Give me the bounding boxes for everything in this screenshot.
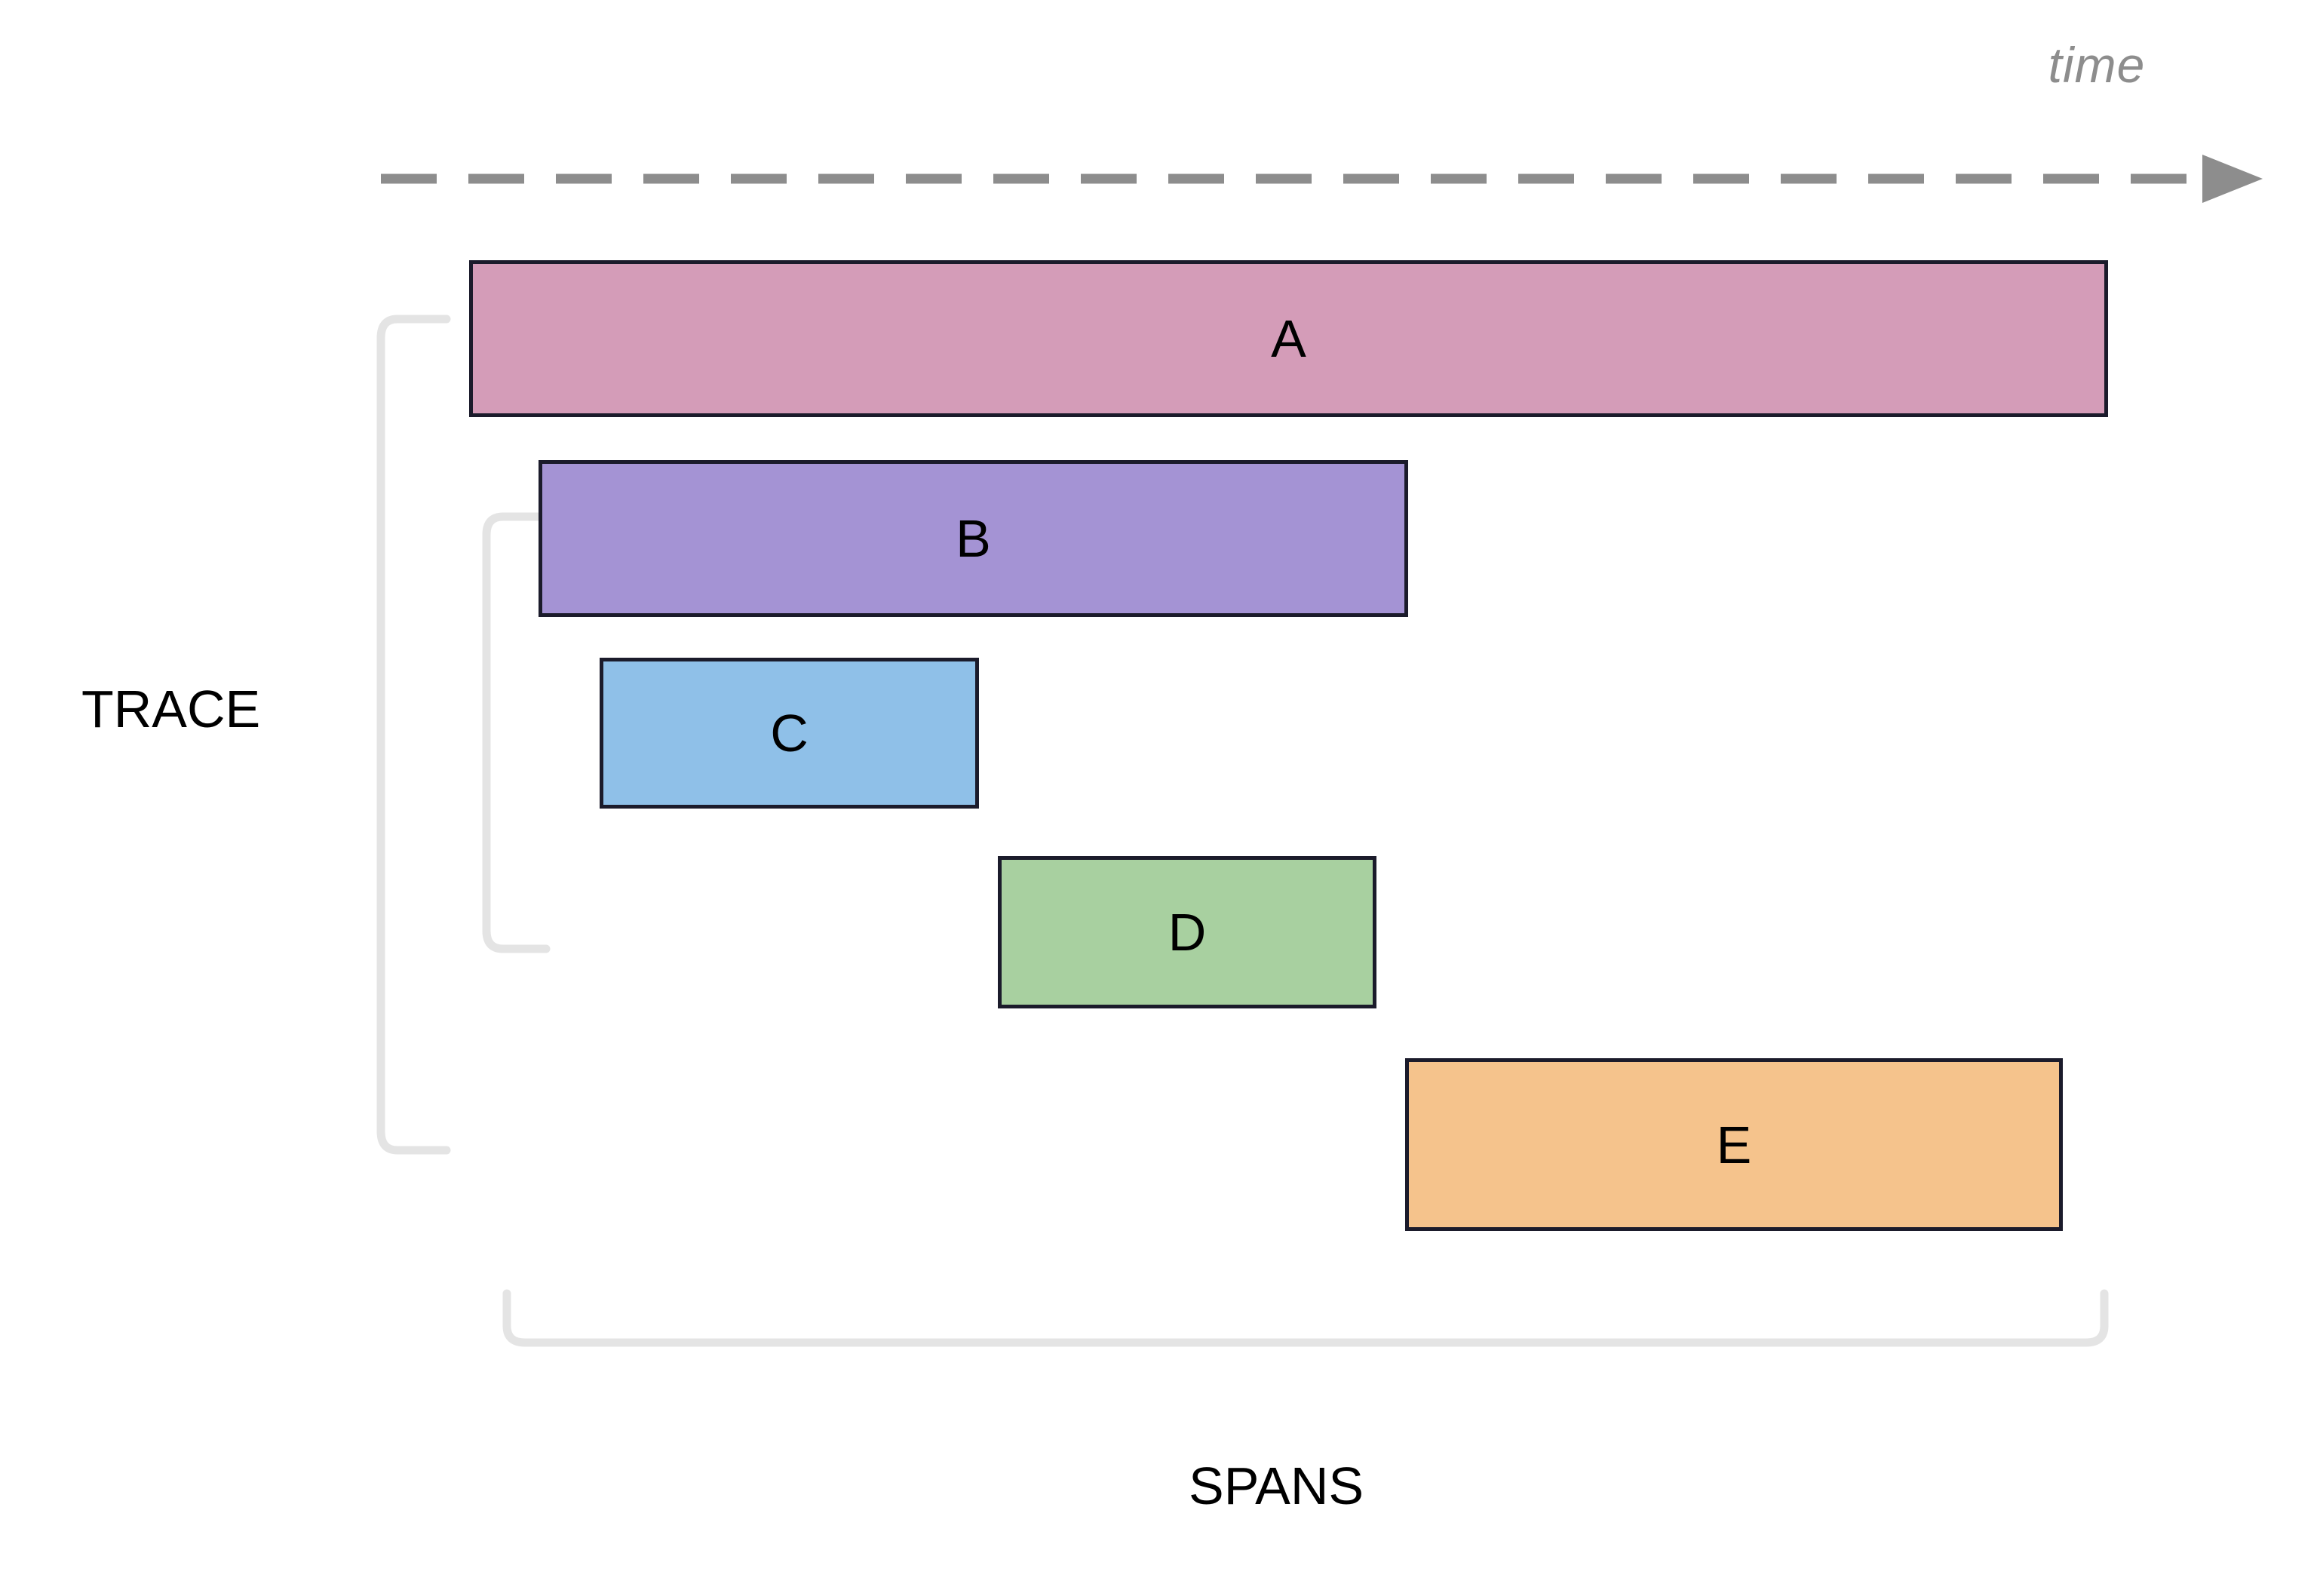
span-bar-a[interactable]: A — [469, 260, 2108, 417]
span-bar-d[interactable]: D — [998, 856, 1376, 1008]
span-label-e: E — [1716, 1115, 1752, 1174]
trace-label: TRACE — [81, 680, 261, 738]
span-bar-c[interactable]: C — [600, 658, 979, 809]
child-span-bracket — [482, 512, 551, 953]
time-axis-label: time — [2048, 37, 2146, 93]
spans-label: SPANS — [1189, 1456, 1364, 1515]
span-label-b: B — [956, 509, 991, 568]
span-label-d: D — [1168, 903, 1207, 962]
span-label-a: A — [1271, 309, 1306, 368]
spans-bracket — [502, 1289, 2109, 1347]
span-label-c: C — [770, 704, 809, 763]
span-bar-b[interactable]: B — [539, 460, 1408, 617]
trace-bracket — [376, 315, 451, 1155]
span-bar-e[interactable]: E — [1405, 1058, 2063, 1231]
